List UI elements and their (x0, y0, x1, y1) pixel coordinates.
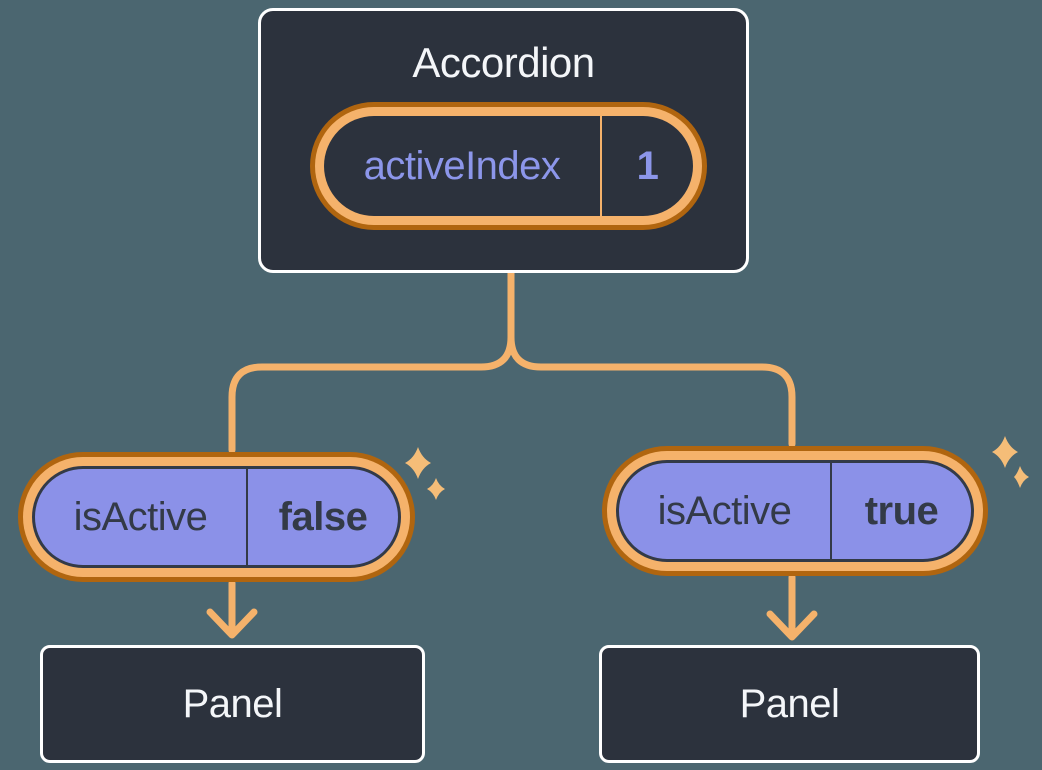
arrow-down-right-icon (766, 573, 818, 641)
sparkle-icon (405, 447, 431, 479)
connector-accordion-to-left-prop (228, 268, 515, 454)
state-name-label: activeIndex (363, 143, 561, 188)
sparkle-icon (427, 478, 445, 500)
pill-divider (246, 469, 248, 565)
state-pill-activeindex: activeIndex 1 (310, 102, 707, 230)
panel-node-title: Panel (182, 681, 283, 726)
sparkle-icon (1014, 466, 1029, 488)
panel-node-right: Panel (599, 645, 980, 763)
accordion-node-title: Accordion (412, 39, 595, 86)
state-value-label: 1 (636, 143, 659, 188)
prop-pill-ring: isActive false (23, 457, 410, 577)
sparkle-icon (992, 436, 1018, 468)
prop-pill-isactive-true: isActive true (602, 446, 988, 576)
pill-divider (830, 463, 832, 559)
state-pill-ring: activeIndex 1 (315, 107, 702, 225)
prop-pill-ring: isActive true (607, 451, 983, 571)
pill-divider (600, 116, 602, 216)
prop-name-label: isActive (657, 488, 792, 533)
panel-node-left: Panel (40, 645, 425, 763)
prop-pill-isactive-false: isActive false (18, 452, 415, 582)
panel-node-title: Panel (739, 681, 840, 726)
connector-accordion-to-right-prop (507, 268, 796, 448)
prop-value-label: false (278, 494, 368, 539)
arrow-down-left-icon (206, 579, 258, 639)
prop-value-label: true (864, 488, 939, 533)
prop-name-label: isActive (73, 494, 208, 539)
